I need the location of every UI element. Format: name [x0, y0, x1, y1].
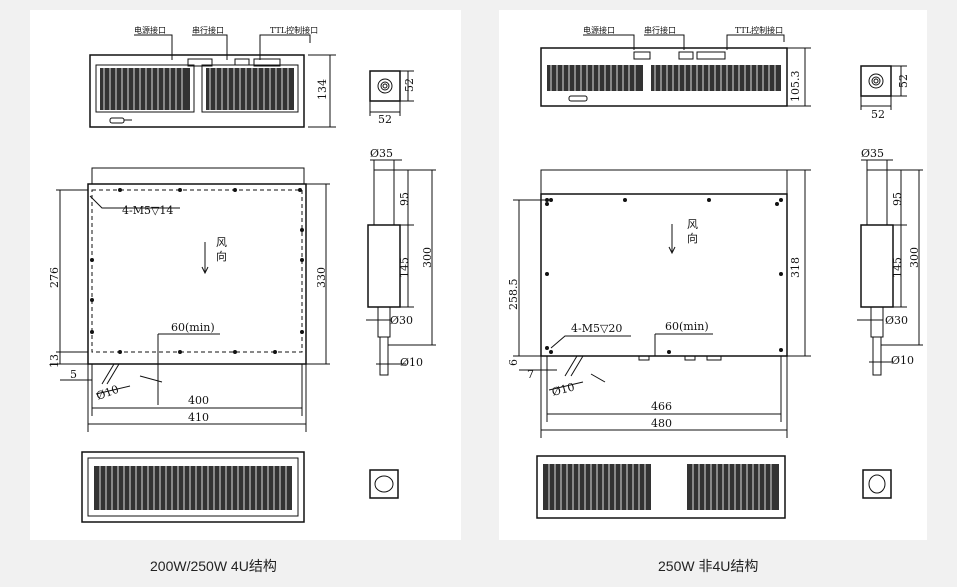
dim-left-offset: 5 — [70, 368, 77, 381]
dim-probe-mid: 145 — [398, 257, 411, 278]
label-tap-holes: 4-M5▽20 — [571, 322, 622, 335]
dim-depth: 330 — [315, 267, 328, 288]
dim-width-total: 480 — [651, 417, 672, 430]
dim-left-offset: 7 — [527, 368, 534, 381]
drawing-non4u: 电源接口 串行接口 TTL控制接口 105.3 52 52 — [507, 25, 923, 519]
dim-cable-dia: Ø10 — [95, 383, 121, 403]
top-view: 风 向 4-M5▽20 60(min) 258.5 6 318 7 Ø10 46… — [507, 169, 811, 438]
dim-depth: 318 — [789, 257, 802, 278]
end-view-top: 52 52 — [369, 70, 416, 126]
label-airflow-2: 向 — [687, 231, 698, 245]
drawing-panel-non4u: 电源接口 串行接口 TTL控制接口 105.3 52 52 — [499, 10, 927, 540]
dim-probe-neck: Ø30 — [885, 314, 908, 327]
dim-probe-upper: 95 — [398, 192, 411, 206]
dim-probe-mid: 145 — [891, 257, 904, 278]
dim-square-width: 52 — [378, 113, 392, 126]
dim-bottom-offset: 13 — [48, 354, 61, 368]
dim-probe-dia: Ø35 — [370, 147, 393, 160]
dim-width-total: 410 — [188, 411, 209, 424]
dim-probe-tip: Ø10 — [891, 354, 914, 367]
label-power-port: 电源接口 — [134, 25, 166, 35]
dim-square-width: 52 — [871, 108, 885, 121]
dim-square-height: 52 — [403, 78, 416, 92]
probe-side-view: Ø35 95 145 300 Ø30 Ø10 — [366, 147, 436, 376]
caption-4u: 200W/250W 4U结构 — [150, 558, 277, 574]
top-view: 4-M5▽14 风 向 60(min) 276 13 330 5 Ø10 400… — [48, 167, 330, 432]
label-airflow-2: 向 — [216, 249, 227, 263]
label-serial-port: 串行接口 — [644, 25, 676, 35]
dim-probe-dia: Ø35 — [861, 147, 884, 160]
label-serial-port: 串行接口 — [192, 25, 224, 35]
dim-square-height: 52 — [897, 74, 910, 88]
end-view-bottom — [862, 469, 892, 499]
end-view-bottom — [369, 469, 399, 499]
drawing-4u: 电源接口 串行接口 TTL控制接口 134 52 52 — [48, 25, 436, 523]
dim-probe-tip: Ø10 — [400, 356, 423, 369]
label-power-port: 电源接口 — [583, 25, 615, 35]
dim-hole-span: 276 — [48, 267, 61, 288]
label-ttl-port: TTL控制接口 — [735, 25, 783, 35]
dim-bottom-offset: 6 — [507, 359, 520, 366]
dim-front-height: 105.3 — [789, 71, 802, 103]
front-view: 105.3 — [540, 47, 811, 107]
drawing-panel-4u: 电源接口 串行接口 TTL控制接口 134 52 52 — [30, 10, 461, 540]
caption-non4u: 250W 非4U结构 — [658, 558, 759, 574]
dim-probe-neck: Ø30 — [390, 314, 413, 327]
dim-probe-total: 300 — [908, 247, 921, 268]
rear-view — [81, 451, 305, 523]
end-view-top: 52 52 — [860, 65, 910, 121]
dim-probe-upper: 95 — [891, 192, 904, 206]
rear-view — [536, 455, 786, 519]
label-tap-holes: 4-M5▽14 — [122, 204, 173, 217]
dim-cable-dia: Ø10 — [550, 380, 576, 399]
front-view: 134 — [89, 54, 336, 128]
probe-side-view: Ø35 95 145 300 Ø30 Ø10 — [857, 147, 923, 376]
label-airflow-1: 风 — [687, 218, 698, 231]
label-ttl-port: TTL控制接口 — [270, 25, 318, 35]
dim-probe-total: 300 — [421, 247, 434, 268]
label-airflow-1: 风 — [216, 236, 227, 249]
dim-clearance: 60(min) — [171, 321, 215, 334]
dim-hole-span: 258.5 — [507, 279, 520, 311]
dim-width-inner: 400 — [188, 394, 209, 407]
dim-front-height: 134 — [316, 79, 329, 100]
dim-clearance: 60(min) — [665, 320, 709, 333]
dim-width-inner: 466 — [651, 400, 672, 413]
